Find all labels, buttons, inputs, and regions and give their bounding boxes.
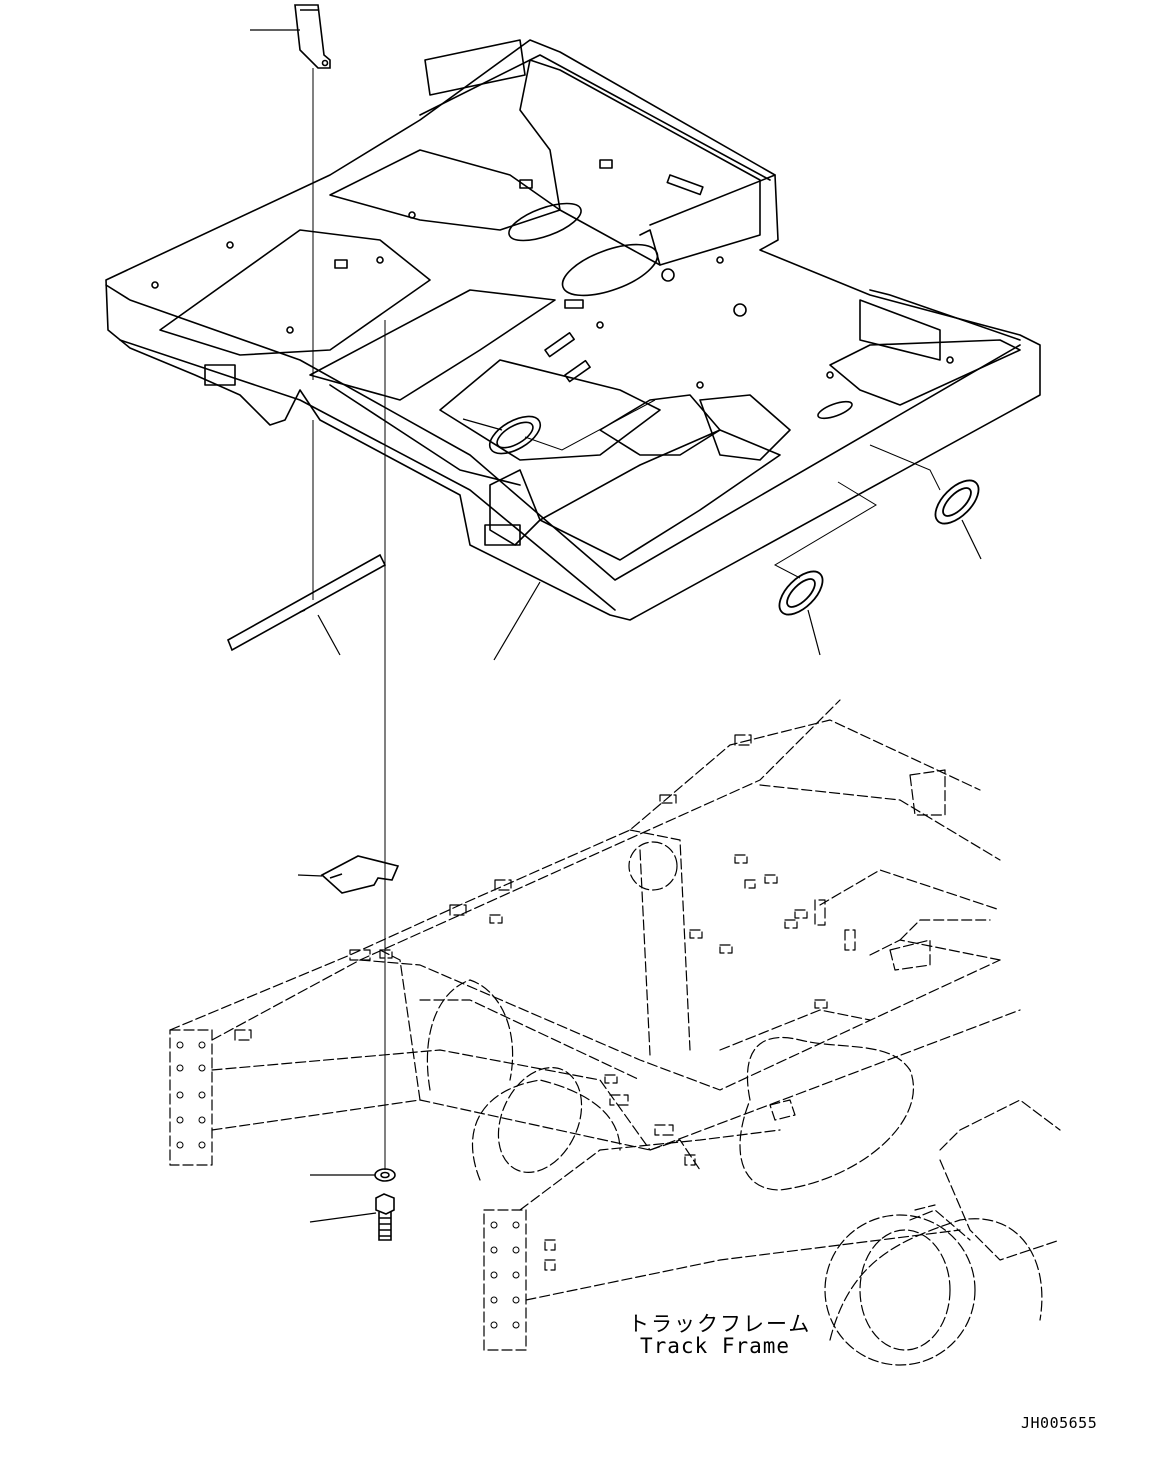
alignment-lines: [312, 68, 941, 1170]
grommet-parts: [778, 479, 980, 616]
revolving-frame: [105, 39, 1041, 621]
flange-bolt-holes: [176, 1041, 520, 1329]
track-frame-phantom: [169, 699, 1061, 1366]
track-frame-label-en: Track Frame: [640, 1334, 791, 1358]
bar-part: [226, 553, 387, 652]
bracket-part: [294, 4, 331, 69]
track-frame-label-jp: トラックフレーム: [628, 1312, 812, 1336]
leader-lines: [250, 29, 982, 1223]
plate-part: [320, 855, 400, 894]
washer-part: [374, 1168, 396, 1182]
bolt-part: [375, 1193, 395, 1241]
drawing-code: JH005655: [1021, 1414, 1098, 1432]
